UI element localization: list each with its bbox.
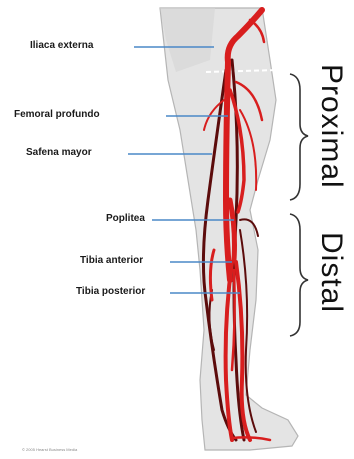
label-tibia-anterior: Tibia anterior xyxy=(80,255,143,267)
label-safena-mayor: Safena mayor xyxy=(26,147,92,159)
label-femoral-profundo: Femoral profundo xyxy=(14,109,100,121)
section-label-distal: Distal xyxy=(314,232,348,313)
distal-bracket xyxy=(290,214,308,336)
section-label-proximal: Proximal xyxy=(314,64,348,189)
copyright-credit: © 2005 Hearst Business Media xyxy=(22,447,77,452)
label-poplitea: Poplitea xyxy=(106,213,145,225)
proximal-bracket xyxy=(290,74,308,200)
label-iliaca-externa: Iliaca externa xyxy=(30,40,93,52)
label-tibia-posterior: Tibia posterior xyxy=(76,286,145,298)
